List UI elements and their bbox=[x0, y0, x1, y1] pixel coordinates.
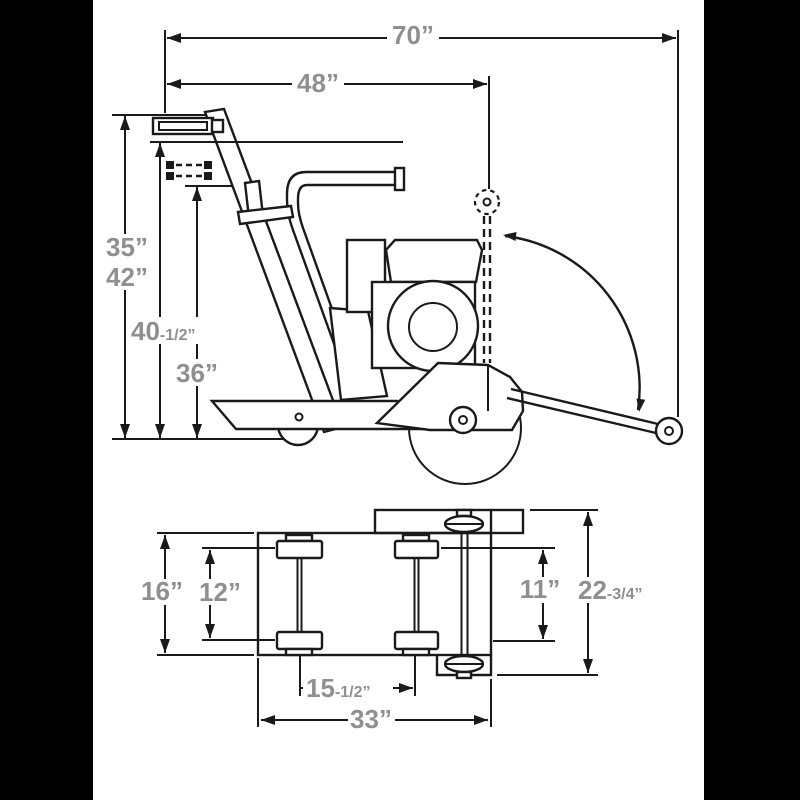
label-overall-height: 40-1/2” bbox=[131, 316, 196, 346]
pointer-wheel-raised bbox=[473, 188, 501, 216]
label-engine-height: 36” bbox=[176, 358, 218, 388]
label-outer-track: 16” bbox=[141, 576, 183, 606]
label-frame-length: 33” bbox=[350, 704, 392, 734]
label-handle-height-low: 35” bbox=[106, 232, 148, 262]
right-edge-band bbox=[704, 0, 800, 800]
label-blade-offset: 11” bbox=[520, 574, 561, 604]
front-wheel-bottom bbox=[275, 630, 324, 651]
front-wheel-top bbox=[275, 539, 324, 560]
handle-grip-detail bbox=[158, 121, 208, 131]
pointer-arm-top bbox=[510, 387, 659, 426]
plan-frame bbox=[256, 508, 525, 677]
label-overall-length: 70” bbox=[392, 20, 434, 50]
pointer-wheel-hub bbox=[664, 426, 674, 436]
pointer-wheel bbox=[654, 416, 684, 446]
blade-guard bbox=[374, 361, 525, 432]
pointer-arm-bottom bbox=[506, 396, 657, 435]
pointer-swing-arc bbox=[504, 234, 641, 411]
handle-grip bbox=[151, 116, 215, 136]
flywheel-inner bbox=[408, 302, 458, 352]
frame-tube-inner bbox=[296, 183, 397, 349]
bracket-foot bbox=[236, 204, 295, 226]
label-body-length: 48” bbox=[297, 68, 339, 98]
blade-arbor-bolt bbox=[458, 415, 468, 425]
saw-side-elevation bbox=[150, 107, 684, 485]
engine-shroud bbox=[384, 238, 484, 284]
blade-shaft bbox=[443, 508, 485, 680]
label-handle-height-high: 42” bbox=[106, 262, 148, 292]
shaft-nub-bottom bbox=[455, 670, 473, 680]
flywheel-outer bbox=[386, 279, 480, 373]
plan-extension-lines bbox=[157, 509, 598, 727]
guard-plan bbox=[373, 508, 525, 535]
handle-column bbox=[203, 107, 345, 434]
side-extension-lines bbox=[112, 30, 679, 440]
left-edge-band bbox=[0, 0, 93, 800]
label-wheelbase: 15-1/2” bbox=[306, 673, 371, 703]
label-center-track: 12” bbox=[199, 577, 241, 607]
frame-tube-cap bbox=[393, 166, 406, 192]
swing-arc-arrow-bottom bbox=[636, 398, 646, 412]
handle-adjustment-slots bbox=[166, 161, 212, 180]
axles bbox=[275, 533, 440, 657]
pointer-wheel-raised-hub bbox=[482, 197, 492, 207]
rear-wheel-bottom bbox=[393, 630, 440, 651]
handle-grip-cap bbox=[210, 118, 225, 134]
side-view bbox=[112, 30, 684, 485]
front-wheel-pad-bottom bbox=[284, 647, 314, 657]
rear-wheel-top bbox=[393, 539, 440, 560]
frame-tube-outer bbox=[285, 170, 397, 353]
swing-arc-arrow-top bbox=[503, 232, 517, 241]
dimension-labels: 70” 48” 35” 42” 40-1/2” 36” 16” 12” 11” … bbox=[101, 20, 645, 734]
blade-arbor bbox=[448, 405, 478, 435]
rear-wheel-pad-bottom bbox=[401, 647, 431, 657]
label-overall-width: 22-3/4” bbox=[578, 575, 643, 605]
deck-bolt bbox=[294, 412, 304, 422]
